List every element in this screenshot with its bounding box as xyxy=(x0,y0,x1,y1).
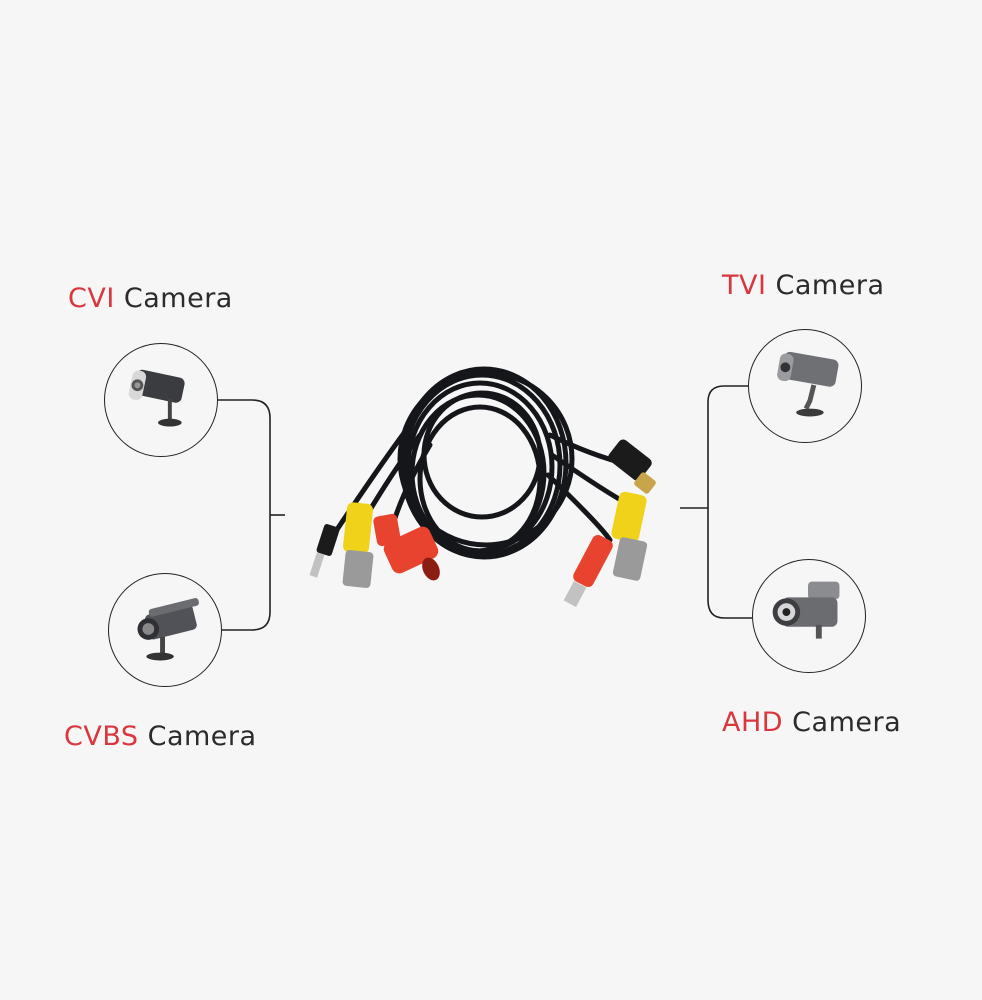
tvi-type: TVI xyxy=(722,270,767,301)
cvi-camera-circle xyxy=(104,343,218,457)
bnc-cable-image xyxy=(309,366,656,607)
bullet-camera-icon xyxy=(128,369,185,427)
cvbs-camera-label: CVBS Camera xyxy=(64,723,257,750)
ahd-camera-circle xyxy=(752,559,866,673)
cvi-camera-label: CVI Camera xyxy=(68,285,233,312)
cvbs-camera-circle xyxy=(108,573,222,687)
ahd-camera-label: AHD Camera xyxy=(722,709,901,736)
cvi-type: CVI xyxy=(68,283,115,314)
tvi-camera-label: TVI Camera xyxy=(722,272,885,299)
ahd-type: AHD xyxy=(722,707,784,738)
cvbs-suffix: Camera xyxy=(147,721,257,752)
bullet-camera-icon xyxy=(777,351,839,417)
ir-bullet-camera-icon xyxy=(772,581,840,639)
tvi-suffix: Camera xyxy=(775,270,885,301)
tvi-camera-circle xyxy=(748,329,862,443)
cvbs-type: CVBS xyxy=(64,721,139,752)
ir-bullet-camera-icon xyxy=(137,598,199,661)
ahd-suffix: Camera xyxy=(792,707,902,738)
cvi-suffix: Camera xyxy=(123,283,233,314)
